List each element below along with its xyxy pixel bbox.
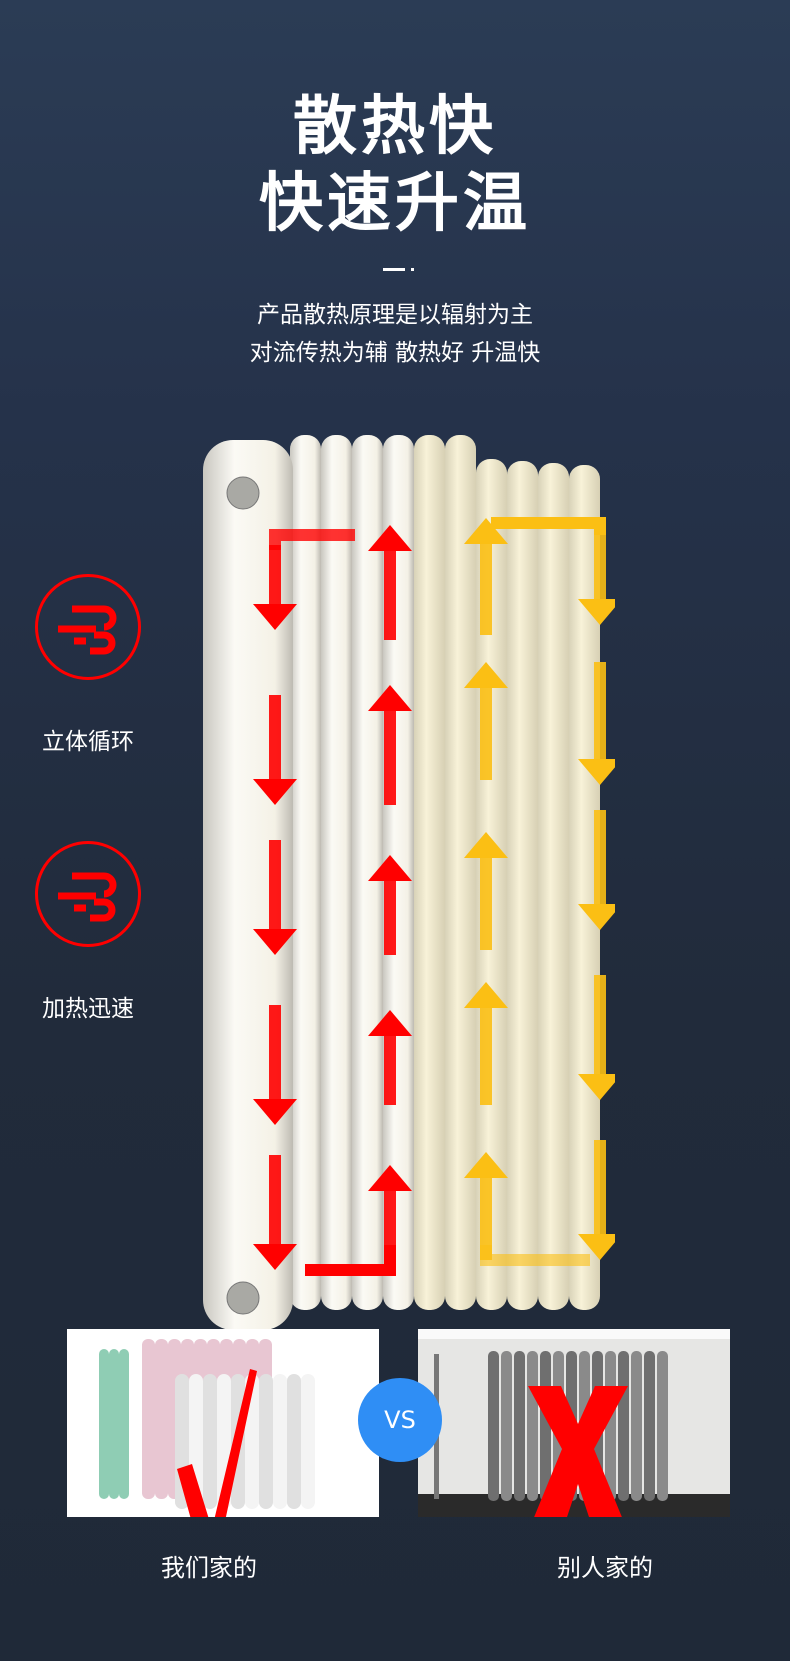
subtitle-line2: 对流传热为辅 散热好 升温快 [249,340,541,366]
bottom-strip [0,1661,790,1673]
up-arrow-icon [464,518,508,635]
down-arrow-icon [253,1005,297,1125]
radiator-column [321,435,352,1310]
down-arrow-icon [578,662,615,785]
wind-icon [58,605,117,655]
vs-badge: VS [358,1378,442,1462]
radiator-column [507,461,538,1310]
radiator-column [538,463,569,1310]
down-arrow-icon [253,1155,297,1270]
up-arrow-icon [464,982,508,1105]
divider [383,268,405,271]
subtitle-line1: 产品散热原理是以辐射为主 [257,302,533,328]
down-arrow-icon [578,810,615,930]
radiator-column [414,435,445,1310]
cross-mark-icon [528,1386,628,1517]
bolt-icon [226,1281,260,1315]
feature-label: 立体循环 [42,729,134,755]
divider-dot [411,268,414,271]
our-radiator-image [67,1329,379,1517]
up-arrow-icon [464,832,508,950]
feature-icon-circle [35,574,141,680]
wind-icon [58,872,117,922]
up-arrow-icon [464,662,508,780]
up-arrow-icon [368,1010,412,1105]
feature-icon-circle [35,841,141,947]
radiator-column [290,435,321,1310]
down-arrow-icon [578,1140,615,1260]
up-arrow-icon [368,855,412,955]
down-arrow-icon [253,545,297,630]
theirs-label: 别人家的 [557,1554,653,1582]
down-arrow-icon [253,695,297,805]
title-line1: 散热快 [293,90,497,164]
radiator-column [352,435,383,1310]
up-arrow-icon [368,685,412,805]
other-radiator-image [418,1329,730,1517]
up-arrow-icon [368,525,412,640]
ours-label: 我们家的 [161,1554,257,1582]
radiator-column [569,465,600,1310]
down-arrow-icon [253,840,297,955]
title-line2: 快速升温 [259,167,531,241]
radiator-column [445,435,476,1310]
feature-label: 加热迅速 [42,996,134,1022]
check-mark-icon [177,1369,257,1517]
down-arrow-icon [578,975,615,1100]
bolt-icon [226,476,260,510]
down-arrow-icon [578,520,615,625]
radiator-image [203,435,615,1330]
up-arrow-icon [464,1152,508,1260]
